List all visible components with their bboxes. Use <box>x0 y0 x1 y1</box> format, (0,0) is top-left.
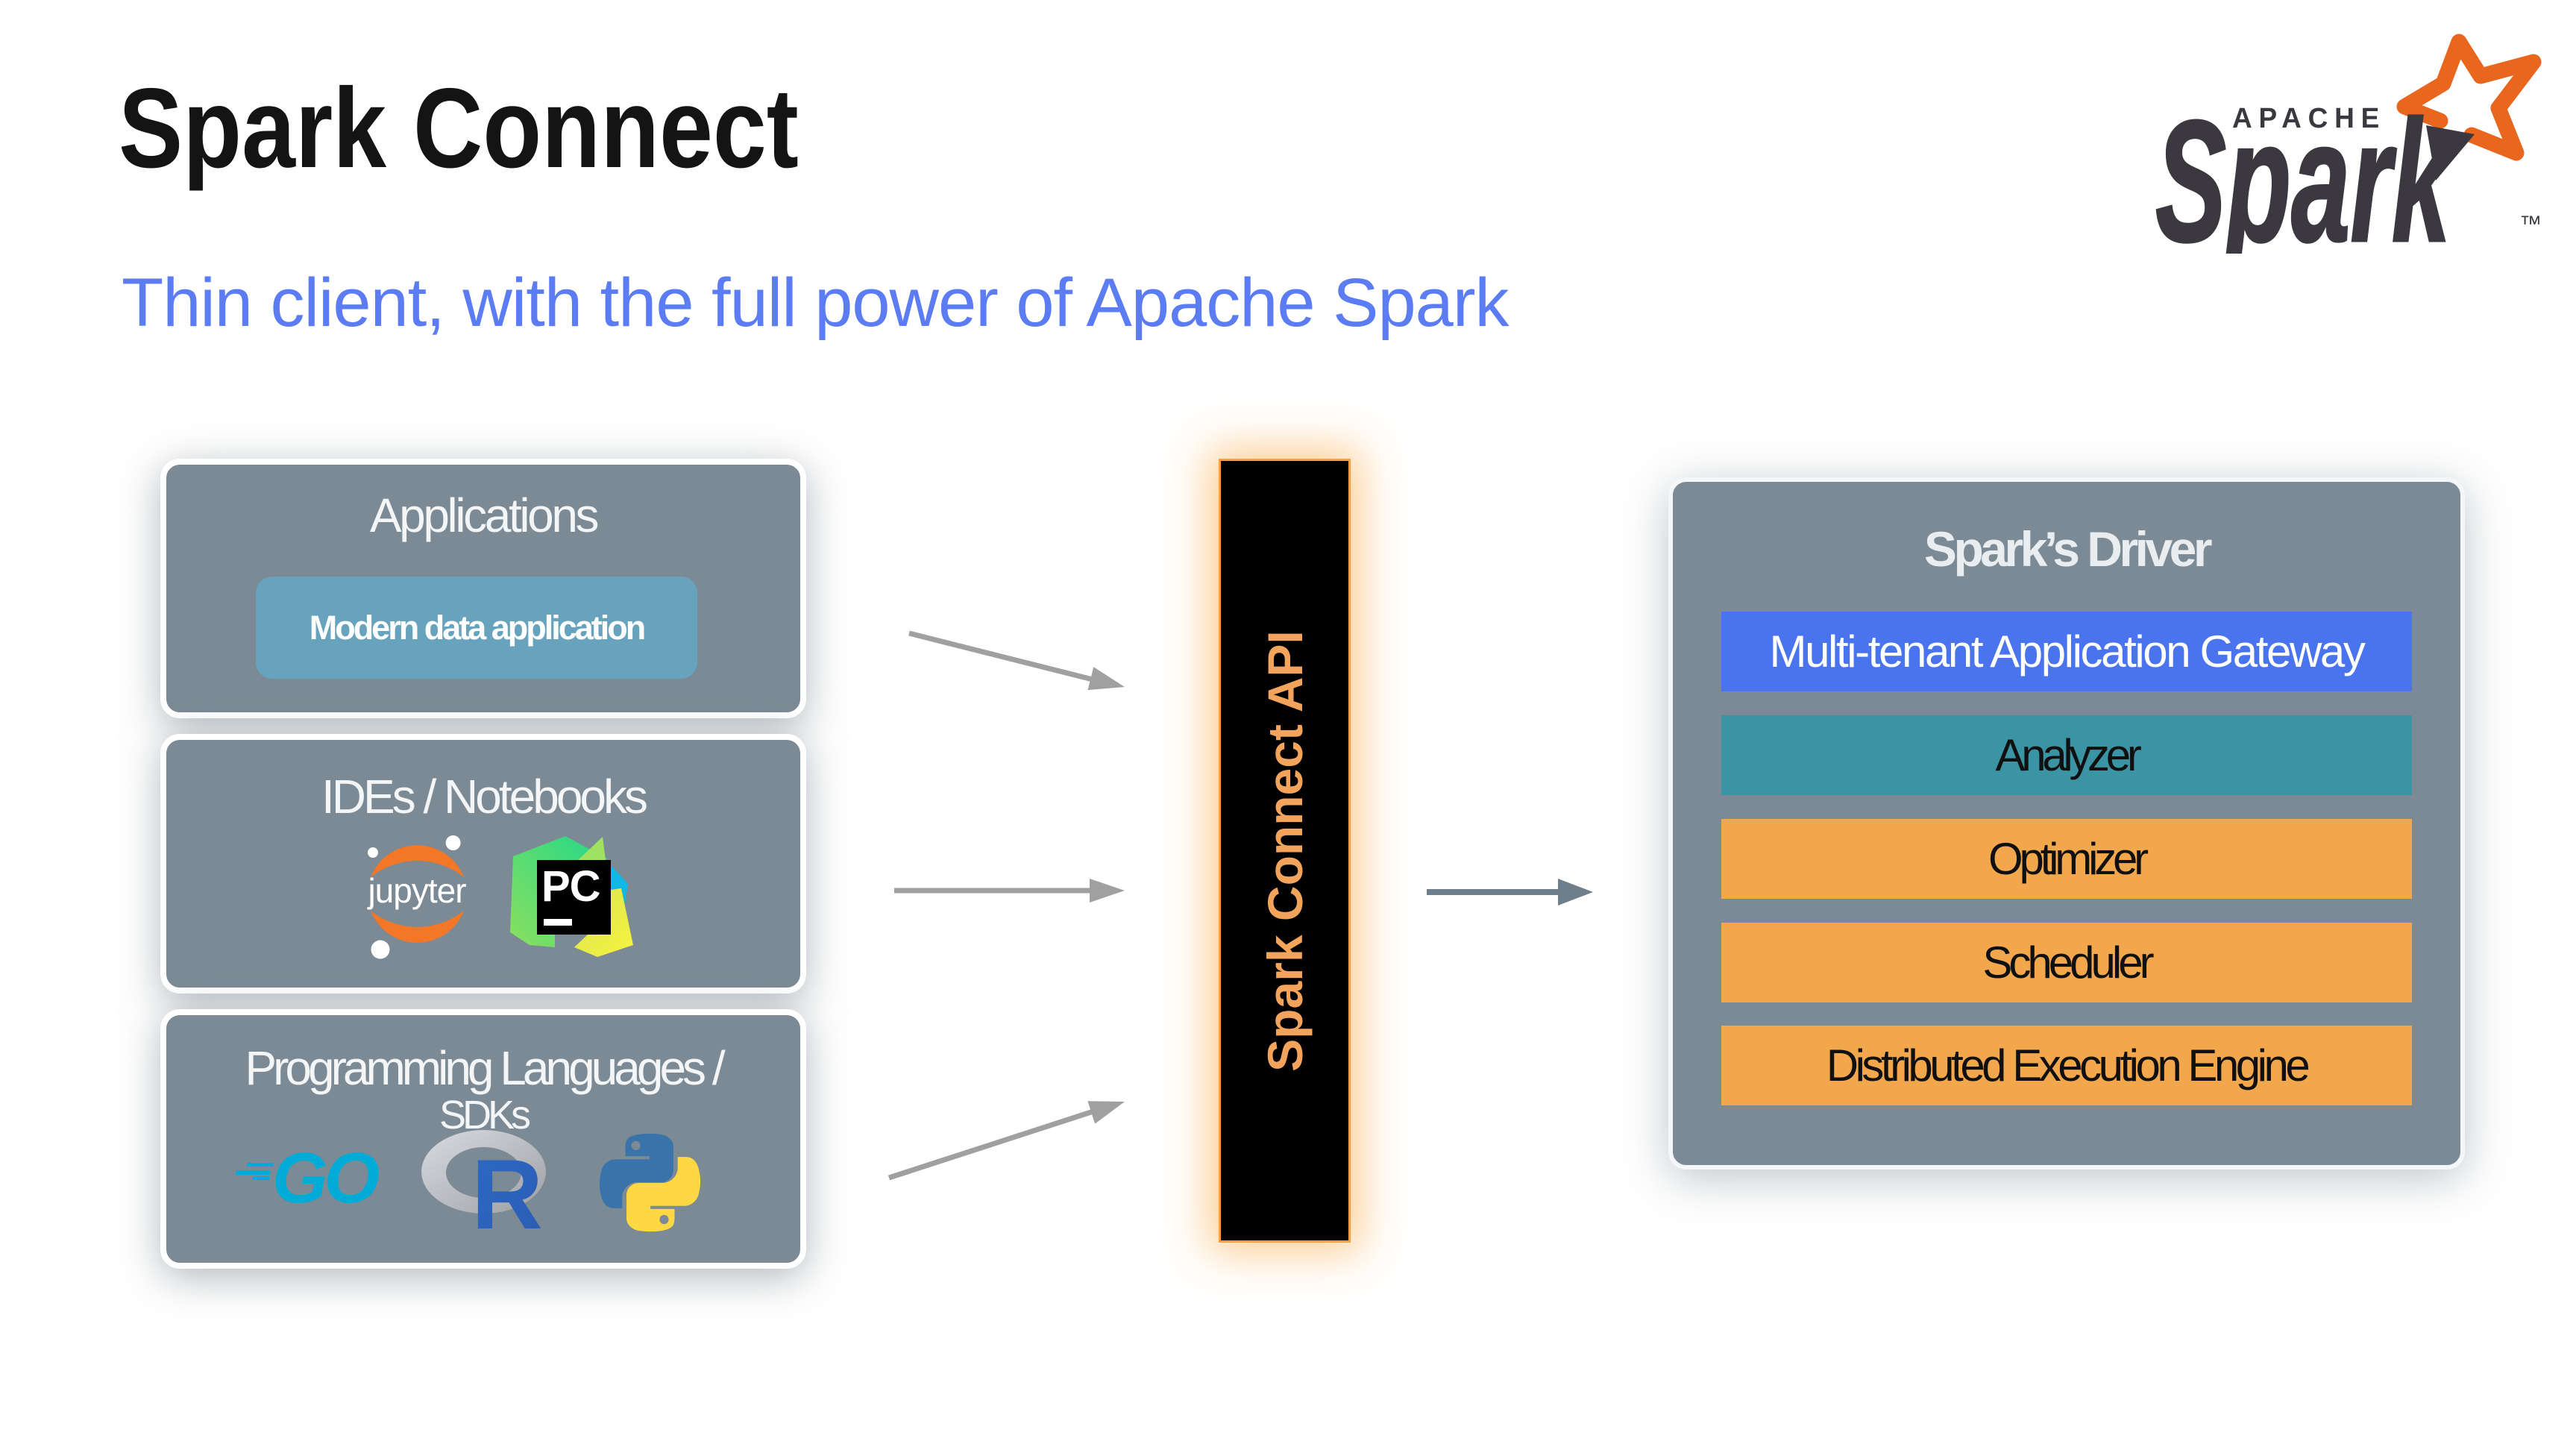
svg-text:GO: GO <box>272 1141 380 1216</box>
svg-text:APACHE: APACHE <box>2232 103 2386 134</box>
svg-text:PC: PC <box>541 862 600 911</box>
svg-text:R: R <box>471 1140 543 1238</box>
svg-text:™: ™ <box>2519 212 2542 236</box>
svg-text:jupyter: jupyter <box>366 871 466 910</box>
svg-text:Spark: Spark <box>2155 85 2455 254</box>
